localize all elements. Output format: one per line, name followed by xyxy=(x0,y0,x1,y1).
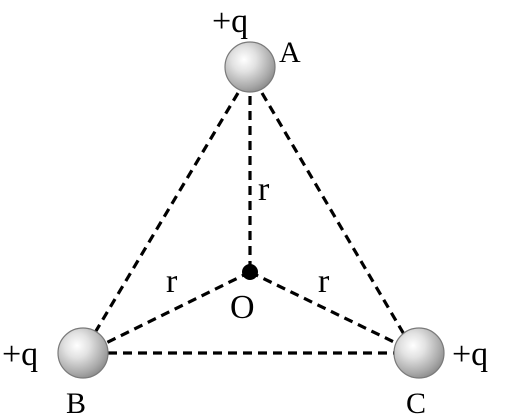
distance-label-ob: r xyxy=(166,263,178,300)
distance-label-oa: r xyxy=(258,171,270,208)
center-label-o: O xyxy=(230,289,255,326)
point-label-b: B xyxy=(66,387,86,416)
charge-label-b: +q xyxy=(2,336,38,373)
side-ab-dashed-line xyxy=(91,92,240,337)
charge-sphere-b xyxy=(57,327,109,379)
point-label-c: C xyxy=(406,387,426,416)
radius-oc-dashed-line xyxy=(249,270,399,346)
radius-ob-dashed-line xyxy=(103,270,251,346)
distance-label-oc: r xyxy=(318,263,330,300)
charge-sphere-c xyxy=(393,327,445,379)
charge-label-c: +q xyxy=(452,336,488,373)
side-ac-dashed-line xyxy=(260,92,407,337)
point-label-a: A xyxy=(279,36,301,69)
charge-label-a: +q xyxy=(212,3,248,40)
center-point-o xyxy=(242,264,258,280)
charge-sphere-a xyxy=(224,41,276,93)
